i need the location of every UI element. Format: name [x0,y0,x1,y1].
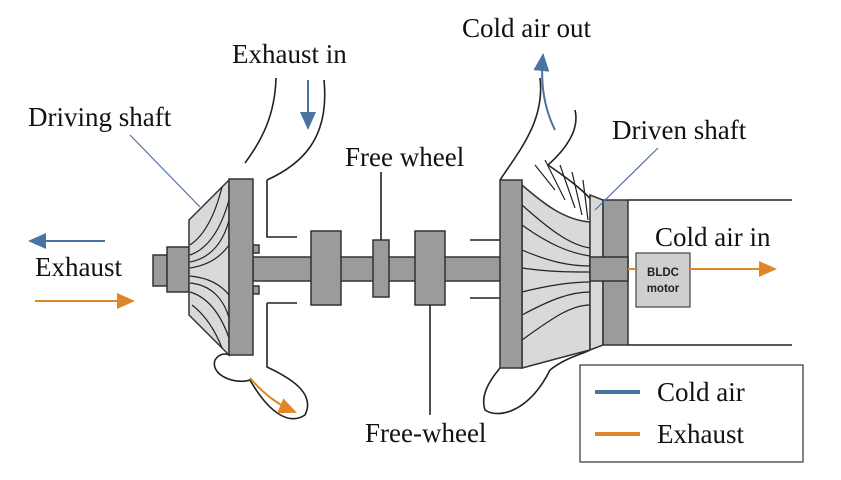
label-cold-air-out: Cold air out [462,13,591,43]
label-exhaust: Exhaust [35,252,122,282]
motor-label-line2: motor [647,283,680,295]
label-driven-shaft: Driven shaft [612,115,747,145]
label-exhaust-in: Exhaust in [232,39,347,69]
legend-label-cold-air: Cold air [657,377,745,407]
free-wheel-component [372,239,390,298]
label-driving-shaft: Driving shaft [28,102,172,132]
driving-shaft-leader [129,134,201,208]
bearing-nub [252,244,260,254]
cold-air-out-arrow [533,53,556,131]
driven-compressor [499,159,629,369]
label-cold-air-in: Cold air in [655,222,771,252]
legend-label-exhaust: Exhaust [657,419,744,449]
exhaust-inlet-duct [213,77,326,420]
coupling [414,230,446,306]
driven-shaft-leader [594,147,659,211]
driving-turbine [152,178,254,357]
exhaust-outlet-arrow [249,377,297,414]
motor-label-line1: BLDC [647,267,679,279]
cold-air-outlet-duct [470,77,792,415]
label-free-wheel: Free wheel [345,142,464,172]
bearing-nub [252,285,260,295]
bldc-motor [635,252,691,308]
coupling [310,230,342,306]
label-free-wheel-bottom: Free-wheel [365,418,486,448]
legend: Cold air Exhaust [579,364,804,463]
